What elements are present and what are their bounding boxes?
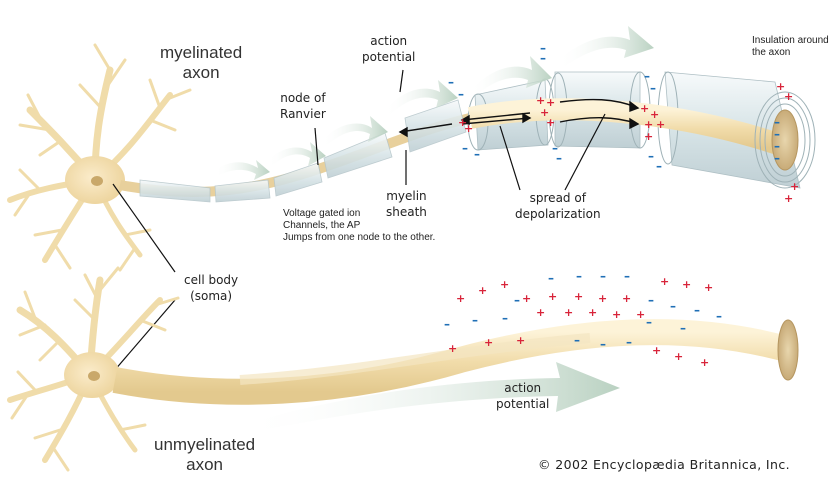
copyright-notice: © 2002 Encyclopædia Britannica, Inc.: [538, 457, 790, 472]
svg-text:+: +: [784, 192, 793, 205]
top-axon-core: [467, 98, 794, 159]
svg-text:–: –: [448, 75, 454, 89]
svg-text:+: +: [540, 106, 549, 119]
svg-text:–: –: [576, 269, 582, 283]
svg-text:+: +: [682, 278, 691, 291]
top-charges: + + + + + + + + + + + + + + + – – – – – …: [448, 41, 799, 205]
svg-text:+: +: [574, 290, 583, 303]
spread-arrows: [398, 98, 640, 138]
svg-text:+: +: [644, 118, 653, 131]
svg-text:–: –: [626, 335, 632, 349]
svg-text:+: +: [536, 94, 545, 107]
svg-text:+: +: [516, 334, 525, 347]
svg-text:+: +: [790, 180, 799, 193]
svg-text:–: –: [650, 81, 656, 95]
bottom-ap-arrow: [240, 362, 620, 435]
svg-text:+: +: [484, 336, 493, 349]
top-nucleus: [91, 176, 103, 186]
svg-text:+: +: [652, 344, 661, 357]
svg-text:–: –: [670, 299, 676, 313]
svg-text:+: +: [546, 96, 555, 109]
svg-text:–: –: [716, 309, 722, 323]
svg-text:+: +: [548, 290, 557, 303]
bottom-nucleus: [88, 371, 100, 381]
svg-text:+: +: [458, 116, 467, 129]
svg-text:–: –: [694, 303, 700, 317]
svg-text:+: +: [546, 116, 555, 129]
svg-text:–: –: [774, 115, 780, 129]
svg-text:+: +: [448, 342, 457, 355]
svg-text:+: +: [622, 292, 631, 305]
svg-text:–: –: [646, 315, 652, 329]
svg-text:–: –: [774, 139, 780, 153]
svg-text:+: +: [536, 306, 545, 319]
bottom-axon: [112, 319, 794, 405]
svg-text:+: +: [478, 284, 487, 297]
svg-text:+: +: [464, 122, 473, 135]
svg-text:–: –: [472, 313, 478, 327]
svg-text:+: +: [700, 356, 709, 369]
svg-text:+: +: [612, 308, 621, 321]
svg-text:–: –: [644, 69, 650, 83]
svg-text:–: –: [548, 271, 554, 285]
svg-text:–: –: [600, 269, 606, 283]
svg-text:–: –: [648, 149, 654, 163]
svg-text:–: –: [540, 51, 546, 65]
svg-text:–: –: [462, 141, 468, 155]
svg-text:+: +: [522, 292, 531, 305]
end-rings: [754, 91, 816, 189]
top-axon-end: [771, 109, 799, 171]
svg-text:–: –: [680, 321, 686, 335]
pointer-lines: [107, 69, 606, 379]
svg-text:–: –: [552, 141, 558, 155]
svg-text:–: –: [600, 337, 606, 351]
svg-text:+: +: [588, 306, 597, 319]
svg-text:+: +: [674, 350, 683, 363]
svg-text:–: –: [458, 87, 464, 101]
svg-text:–: –: [444, 317, 450, 331]
svg-text:+: +: [784, 90, 793, 103]
svg-text:+: +: [660, 275, 669, 288]
svg-text:–: –: [514, 293, 520, 307]
svg-text:+: +: [456, 292, 465, 305]
svg-text:+: +: [500, 278, 509, 291]
svg-text:–: –: [624, 269, 630, 283]
svg-text:–: –: [648, 293, 654, 307]
svg-text:+: +: [704, 281, 713, 294]
svg-text:–: –: [574, 333, 580, 347]
svg-text:+: +: [636, 308, 645, 321]
svg-text:+: +: [564, 306, 573, 319]
svg-text:+: +: [644, 130, 653, 143]
cell-body-label: cell body(soma): [184, 273, 239, 303]
svg-text:–: –: [774, 127, 780, 141]
bottom-charges: + + + + + + + + + + + + + + + + + + + + …: [444, 269, 722, 369]
svg-text:–: –: [656, 159, 662, 173]
svg-text:+: +: [656, 118, 665, 131]
svg-text:–: –: [502, 311, 508, 325]
svg-text:+: +: [640, 102, 649, 115]
top-ap-arrows: [215, 26, 654, 180]
svg-text:+: +: [776, 80, 785, 93]
svg-text:–: –: [556, 151, 562, 165]
svg-text:+: +: [598, 292, 607, 305]
svg-text:–: –: [474, 147, 480, 161]
bottom-axon-end: [777, 319, 799, 381]
svg-text:+: +: [650, 108, 659, 121]
svg-text:–: –: [774, 151, 780, 165]
svg-text:–: –: [540, 41, 546, 55]
